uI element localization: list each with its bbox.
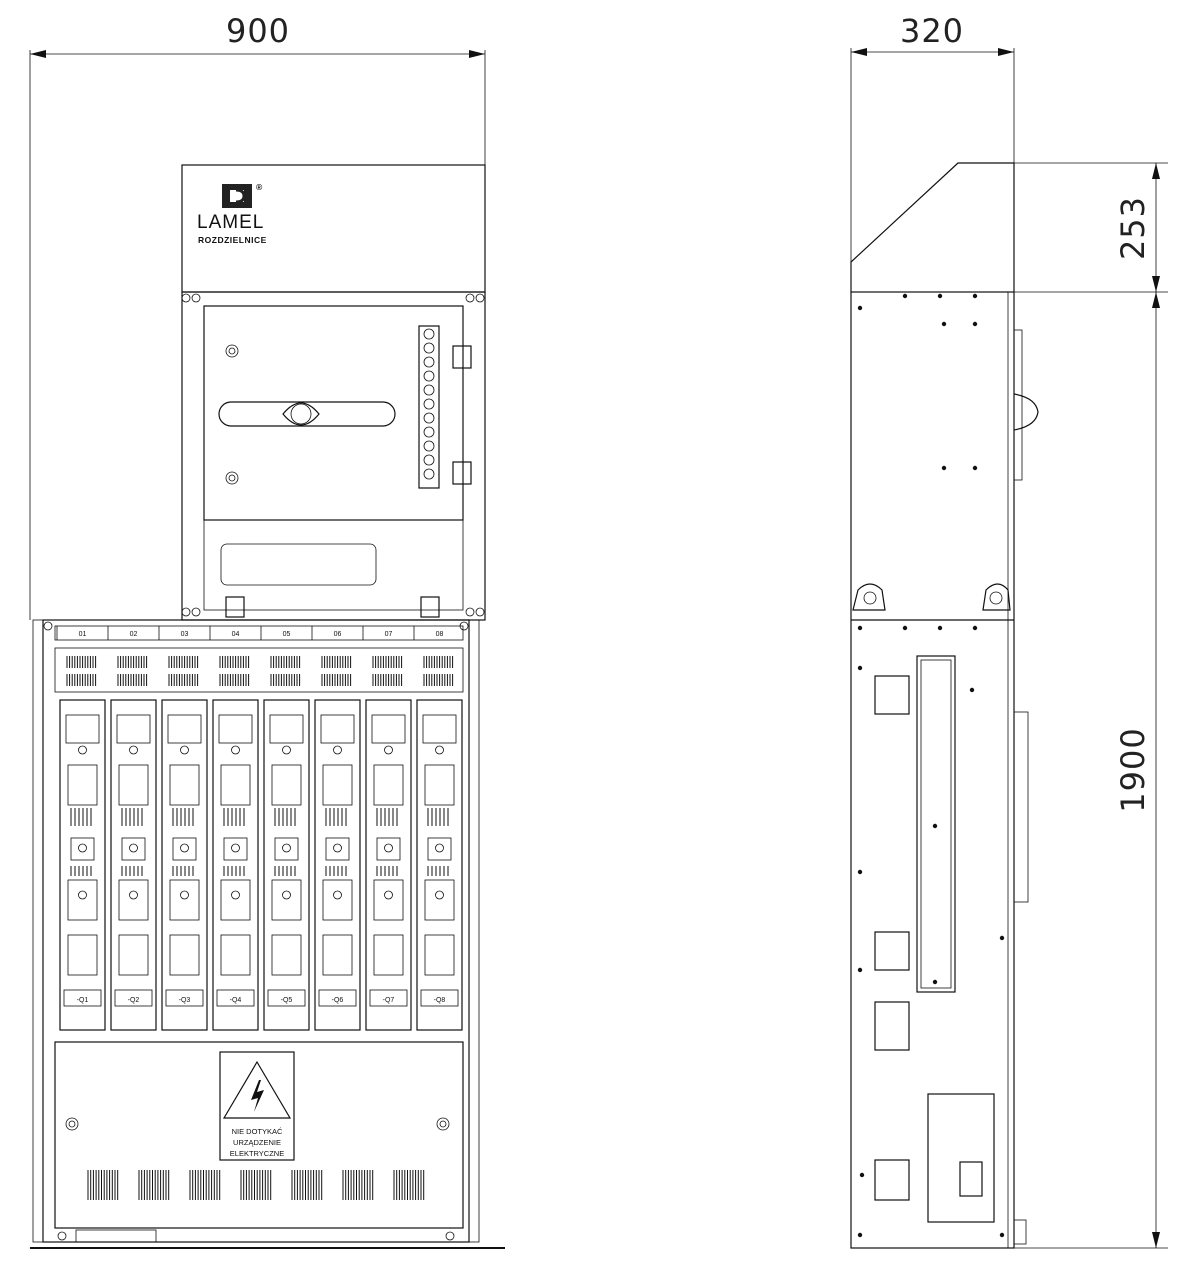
bus-label: 06	[334, 631, 342, 638]
fuse-module: -Q3	[161, 699, 208, 1031]
bus-label: 03	[181, 631, 189, 638]
hood-side-profile	[850, 162, 1015, 292]
fuse-module: -Q7	[365, 699, 412, 1031]
body-height-label: 1900	[1114, 727, 1152, 812]
dimension-top-height: 253	[1014, 162, 1168, 293]
fuse-label: -Q1	[77, 997, 89, 1004]
lamel-logo: ® LAMEL ROZDZIELNICE	[197, 182, 267, 245]
bus-label: 01	[79, 631, 87, 638]
logo-name: LAMEL	[197, 212, 264, 233]
fuse-module: -Q2	[110, 699, 157, 1031]
side-view: 320 253 1900	[850, 12, 1168, 1249]
fuse-label: -Q4	[230, 997, 242, 1004]
lower-vent-grilles	[87, 1170, 425, 1200]
high-voltage-triangle-icon	[222, 1060, 292, 1119]
dimension-body-height: 1900	[1014, 292, 1168, 1249]
fuse-label: -Q6	[332, 997, 344, 1004]
fuse-module: -Q5	[263, 699, 310, 1031]
top-height-label: 253	[1114, 196, 1152, 260]
logo-subtitle: ROZDZIELNICE	[198, 235, 267, 245]
bus-label: 04	[232, 631, 240, 638]
fuse-switch-modules: -Q1 -Q2 -Q3 -Q4 -Q5 -Q6 -Q7 -Q8	[59, 699, 463, 1031]
fuse-label: -Q3	[179, 997, 191, 1004]
terminal-block	[418, 325, 440, 489]
warning-label: NIE DOTYKAĆ URZĄDZENIE ELEKTRYCZNE	[219, 1051, 295, 1161]
front-view: 900 ® LAMEL ROZDZIELNICE	[29, 12, 505, 1249]
upper-vent-grilles	[66, 656, 454, 686]
warning-line-1: NIE DOTYKAĆ	[232, 1127, 283, 1136]
warning-line-3: ELEKTRYCZNE	[230, 1149, 284, 1158]
bus-label: 05	[283, 631, 291, 638]
side-fastener-dots	[857, 293, 1005, 1238]
switch-cabinet	[181, 291, 486, 621]
warning-line-2: URZĄDZENIE	[233, 1138, 281, 1147]
fuse-label: -Q5	[281, 997, 293, 1004]
registered-mark: ®	[256, 182, 263, 192]
fuse-label: -Q7	[383, 997, 395, 1004]
dimension-side-depth: 320	[850, 12, 1015, 290]
lightning-bolt-icon	[251, 1080, 264, 1112]
bus-label: 07	[385, 631, 393, 638]
front-width-label: 900	[226, 12, 290, 50]
bus-label: 08	[436, 631, 444, 638]
fuse-module: -Q4	[212, 699, 259, 1031]
fuse-module: -Q6	[314, 699, 361, 1031]
fuse-module: -Q8	[416, 699, 463, 1031]
side-depth-label: 320	[900, 12, 964, 50]
fuse-label: -Q2	[128, 997, 140, 1004]
fuse-module: -Q1	[59, 699, 106, 1031]
top-hood: ® LAMEL ROZDZIELNICE	[181, 164, 486, 293]
fuse-label: -Q8	[434, 997, 446, 1004]
bus-label-strip: 01 02 03 04 05 06 07 08	[56, 626, 444, 640]
rotary-switch-handle-icon	[218, 401, 396, 427]
side-body	[850, 291, 1015, 1249]
bus-label: 02	[130, 631, 138, 638]
dimension-front-width: 900	[29, 12, 486, 620]
